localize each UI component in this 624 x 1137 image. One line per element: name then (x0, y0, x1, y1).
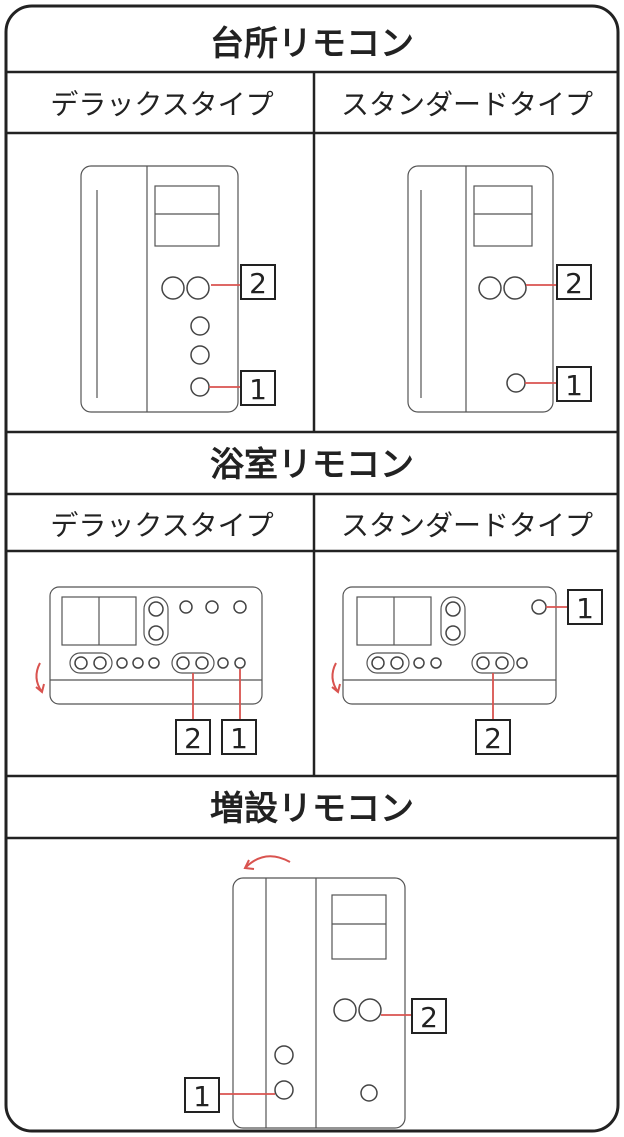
remote-body (342, 586, 557, 705)
button (371, 656, 385, 670)
button (430, 657, 442, 669)
bath-standard-label: スタンダードタイプ (341, 509, 593, 542)
bath-title: 浴室リモコン (210, 445, 414, 485)
button-1 (274, 1080, 294, 1100)
button (516, 657, 528, 669)
button (360, 1084, 378, 1102)
callout-1: 1 (565, 369, 583, 402)
button-pill (440, 596, 466, 646)
kitchen-standard-label: スタンダードタイプ (341, 88, 593, 121)
button-pill (366, 652, 410, 674)
callout-2: 2 (420, 1001, 438, 1034)
callout-box-1 (184, 1077, 220, 1113)
bath-deluxe-remote: 2 1 (35, 586, 263, 755)
button-1 (506, 373, 526, 393)
button (233, 600, 247, 614)
callout-box-1 (240, 370, 276, 406)
button (476, 656, 490, 670)
button (495, 656, 509, 670)
remote-body (80, 165, 239, 413)
button-1 (531, 599, 547, 615)
button (333, 998, 357, 1022)
display-window (473, 185, 533, 247)
button (176, 656, 190, 670)
button (161, 276, 185, 300)
button-pill (143, 596, 169, 646)
callout-box-1 (221, 719, 257, 755)
remote-body (407, 165, 554, 413)
button (148, 657, 160, 669)
callout-2: 2 (484, 722, 502, 755)
kitchen-section: 台所リモコン デラックスタイプ スタンダードタイプ 2 1 (6, 24, 618, 432)
button (390, 656, 404, 670)
button (445, 601, 461, 617)
callout-1: 1 (576, 592, 594, 625)
remote-body (49, 586, 263, 705)
callout-2: 2 (565, 267, 583, 300)
rotate-arrow-head (331, 683, 341, 694)
button (445, 625, 461, 641)
kitchen-title: 台所リモコン (210, 24, 414, 64)
button-pill (69, 652, 113, 674)
callout-2: 2 (249, 267, 267, 300)
button (190, 345, 210, 365)
button (503, 276, 527, 300)
bath-deluxe-label: デラックスタイプ (50, 509, 273, 542)
rotate-arrow (244, 855, 291, 869)
callout-1: 1 (193, 1080, 211, 1113)
button (478, 276, 502, 300)
callout-1: 1 (230, 722, 248, 755)
bath-standard-remote: 1 2 (331, 586, 603, 755)
callout-box-2 (175, 719, 211, 755)
button (274, 1045, 294, 1065)
button (413, 657, 425, 669)
button (74, 656, 88, 670)
button (148, 601, 164, 617)
extra-section: 増設リモコン 2 1 (6, 774, 618, 1129)
button (93, 656, 107, 670)
button (195, 656, 209, 670)
rotate-arrow-head (243, 859, 255, 870)
callout-1: 1 (249, 373, 267, 406)
button (179, 600, 193, 614)
display-window (154, 185, 220, 247)
callout-box-2 (411, 998, 447, 1034)
callout-box-2 (556, 264, 592, 300)
button (148, 625, 164, 641)
display-window (331, 894, 387, 960)
callout-box-1 (556, 366, 592, 402)
button (190, 316, 210, 336)
bath-section: 浴室リモコン デラックスタイプ スタンダードタイプ (6, 430, 618, 776)
callout-box-1 (567, 589, 603, 625)
button (116, 657, 128, 669)
rotate-arrow-head (35, 683, 45, 694)
button (205, 600, 219, 614)
extra-remote: 2 1 (184, 855, 447, 1129)
button-1 (234, 657, 246, 669)
button (186, 276, 210, 300)
button (132, 657, 144, 669)
callout-2: 2 (184, 722, 202, 755)
callout-box-2 (475, 719, 511, 755)
button-1 (190, 377, 210, 397)
remote-body (232, 877, 406, 1129)
kitchen-deluxe-remote: 2 1 (80, 165, 276, 413)
kitchen-standard-remote: 2 1 (407, 165, 592, 413)
button (358, 998, 382, 1022)
extra-title: 増設リモコン (210, 789, 414, 829)
button (217, 657, 229, 669)
callout-box-2 (240, 264, 276, 300)
outer-frame (4, 4, 620, 1133)
kitchen-deluxe-label: デラックスタイプ (50, 88, 273, 121)
